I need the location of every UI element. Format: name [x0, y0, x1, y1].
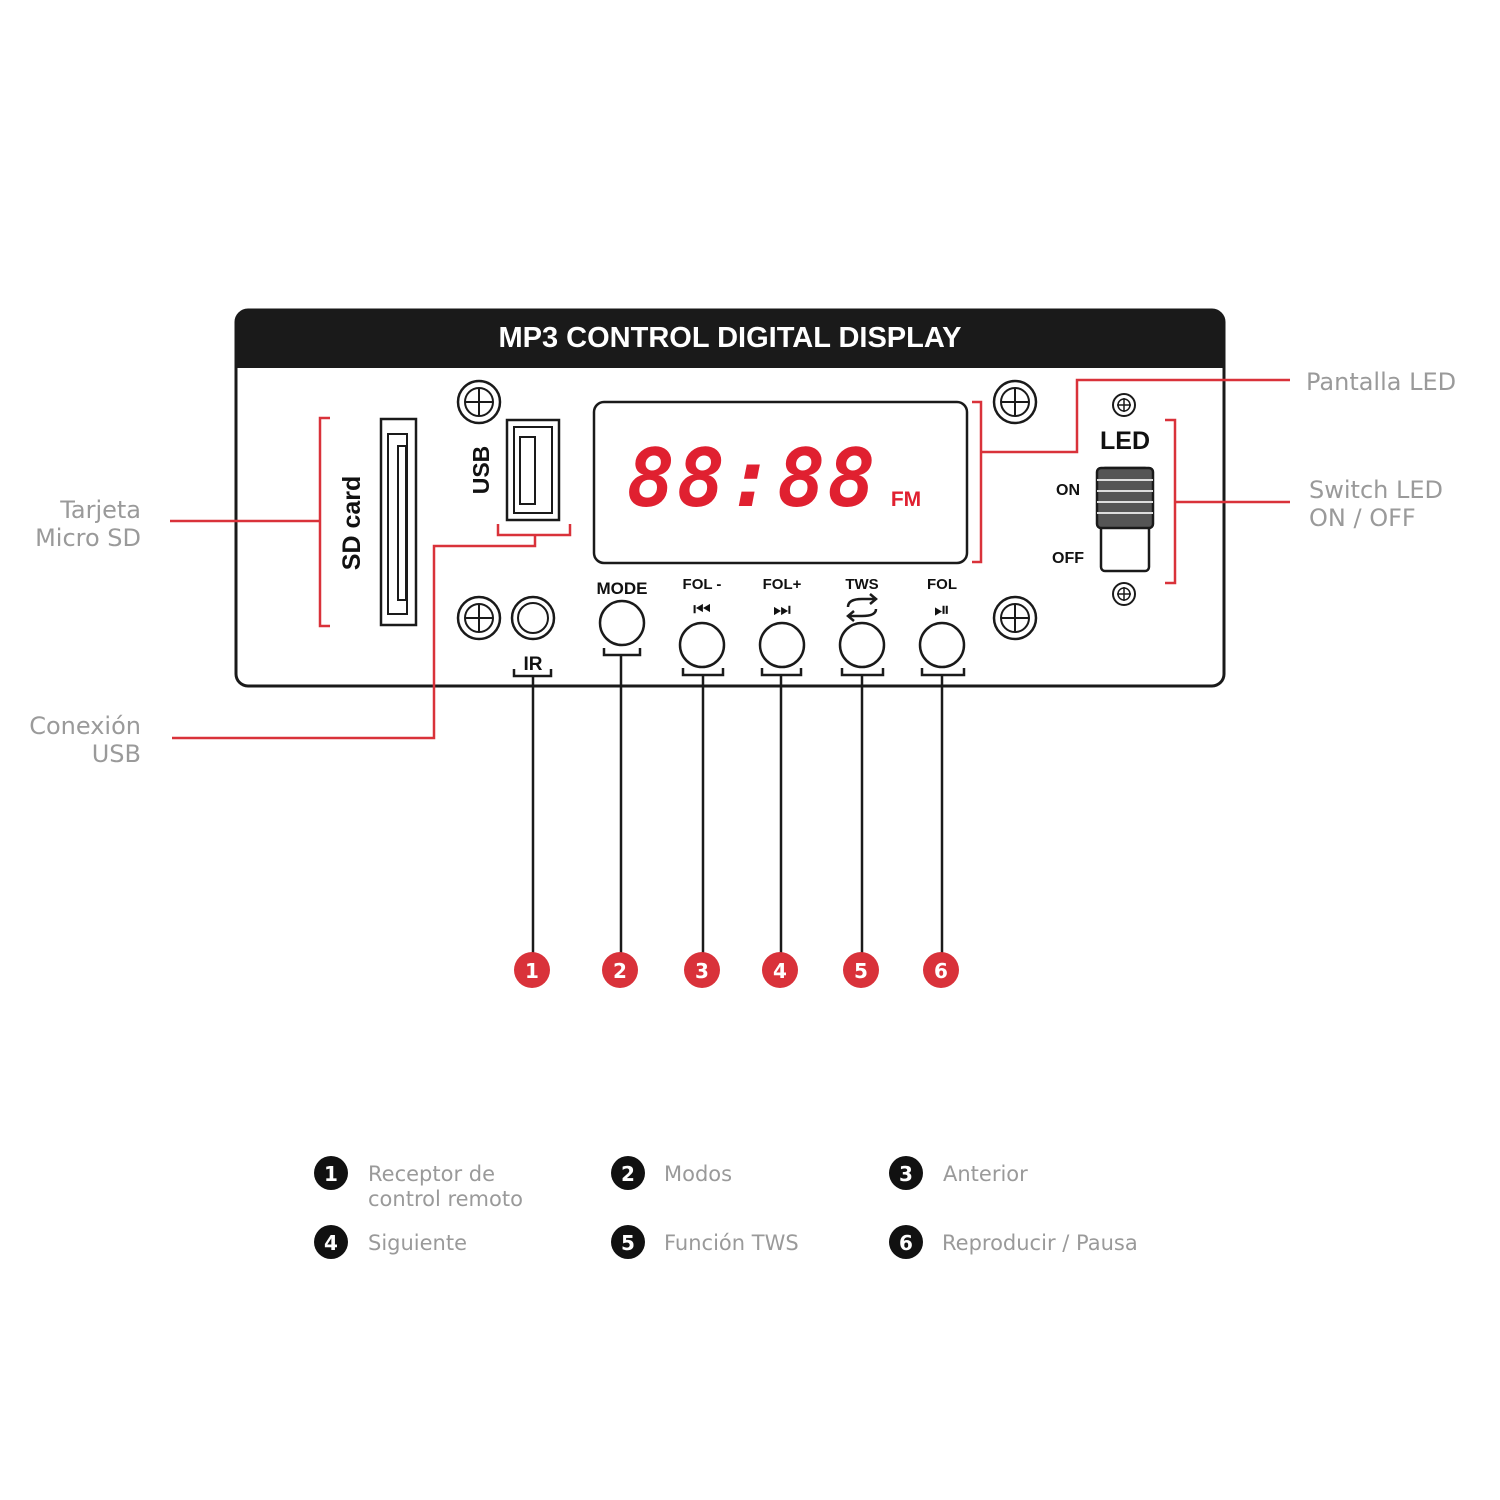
next-button[interactable]: [758, 621, 806, 669]
callout-tarjeta-line1: Tarjeta: [59, 496, 141, 524]
play-pause-button[interactable]: [918, 621, 966, 669]
screw-switch-top: [1112, 393, 1136, 417]
callout-switch-line1: Switch LED: [1309, 476, 1443, 504]
switch-on-label: ON: [1056, 482, 1080, 499]
button-label-fol-plus: FOL+: [763, 576, 802, 593]
callout-tarjeta-line2: Micro SD: [35, 524, 141, 552]
button-label-mode: MODE: [597, 579, 648, 598]
legend-item-3: 3 Anterior: [889, 1156, 1028, 1190]
svg-text:5: 5: [854, 959, 868, 983]
svg-text:1: 1: [324, 1162, 338, 1186]
usb-label: USB: [468, 446, 494, 495]
legend-item-1: 1 Receptor de control remoto: [314, 1156, 523, 1211]
callout-pantalla: Pantalla LED: [1306, 368, 1456, 396]
usb-port[interactable]: [505, 418, 561, 522]
svg-text:6: 6: [934, 959, 948, 983]
legend-text-6: Reproducir / Pausa: [942, 1231, 1138, 1255]
screw-bottom-left: [456, 595, 502, 641]
callout-switch-line2: ON / OFF: [1309, 504, 1416, 532]
screw-top-left: [456, 379, 502, 425]
svg-text:1: 1: [525, 959, 539, 983]
svg-text:5: 5: [621, 1231, 635, 1255]
screw-switch-bottom: [1112, 582, 1136, 606]
led-display: [592, 400, 969, 565]
leader-lines: [531, 655, 944, 955]
svg-text:4: 4: [324, 1231, 338, 1255]
callout-lines: [170, 378, 1290, 740]
sd-card-label: SD card: [338, 476, 366, 570]
previous-button[interactable]: [678, 621, 726, 669]
callout-usb-line2: USB: [92, 740, 141, 768]
marker-5: 5: [843, 952, 879, 988]
tws-button[interactable]: [838, 621, 886, 669]
display-digits: 88:88: [627, 432, 878, 525]
legend-text-5: Función TWS: [664, 1231, 799, 1255]
button-label-fol: FOL: [927, 576, 957, 593]
legend-text-1-line1: Receptor de: [368, 1162, 495, 1186]
marker-1: 1: [514, 952, 550, 988]
screw-bottom-right: [992, 595, 1038, 641]
marker-2: 2: [602, 952, 638, 988]
marker-6: 6: [923, 952, 959, 988]
switch-off-label: OFF: [1052, 550, 1084, 567]
display-band: FM: [891, 488, 921, 511]
svg-text:2: 2: [613, 959, 627, 983]
legend-text-4: Siguiente: [368, 1231, 467, 1255]
marker-3: 3: [684, 952, 720, 988]
mode-button[interactable]: [598, 599, 646, 647]
led-switch[interactable]: [1095, 466, 1155, 573]
svg-text:6: 6: [899, 1231, 913, 1255]
legend-item-2: 2 Modos: [611, 1156, 732, 1190]
legend-text-2: Modos: [664, 1162, 732, 1186]
legend-item-5: 5 Función TWS: [611, 1225, 799, 1259]
play-pause-icon: ⏯: [934, 597, 950, 621]
svg-text:3: 3: [695, 959, 709, 983]
svg-text:3: 3: [899, 1162, 913, 1186]
marker-4: 4: [762, 952, 798, 988]
next-icon: ⏭: [773, 597, 791, 621]
svg-text:2: 2: [621, 1162, 635, 1186]
svg-text:4: 4: [773, 959, 787, 983]
button-label-tws: TWS: [845, 576, 878, 593]
sd-card-slot[interactable]: [379, 417, 418, 627]
repeat-icon: [846, 593, 878, 622]
switch-title: LED: [1100, 427, 1150, 455]
callout-usb-line1: Conexión: [29, 712, 141, 740]
legend-item-6: 6 Reproducir / Pausa: [889, 1225, 1138, 1259]
ir-label: IR: [524, 654, 543, 675]
previous-icon: ⏮: [693, 597, 711, 621]
legend-text-3: Anterior: [943, 1162, 1028, 1186]
ir-receiver: [510, 595, 556, 641]
legend-text-1-line2: control remoto: [368, 1187, 523, 1211]
panel-title: MP3 CONTROL DIGITAL DISPLAY: [499, 322, 962, 354]
panel-header: [236, 310, 1224, 368]
legend-item-4: 4 Siguiente: [314, 1225, 467, 1259]
button-label-fol-minus: FOL -: [683, 576, 722, 593]
screw-top-right: [992, 379, 1038, 425]
